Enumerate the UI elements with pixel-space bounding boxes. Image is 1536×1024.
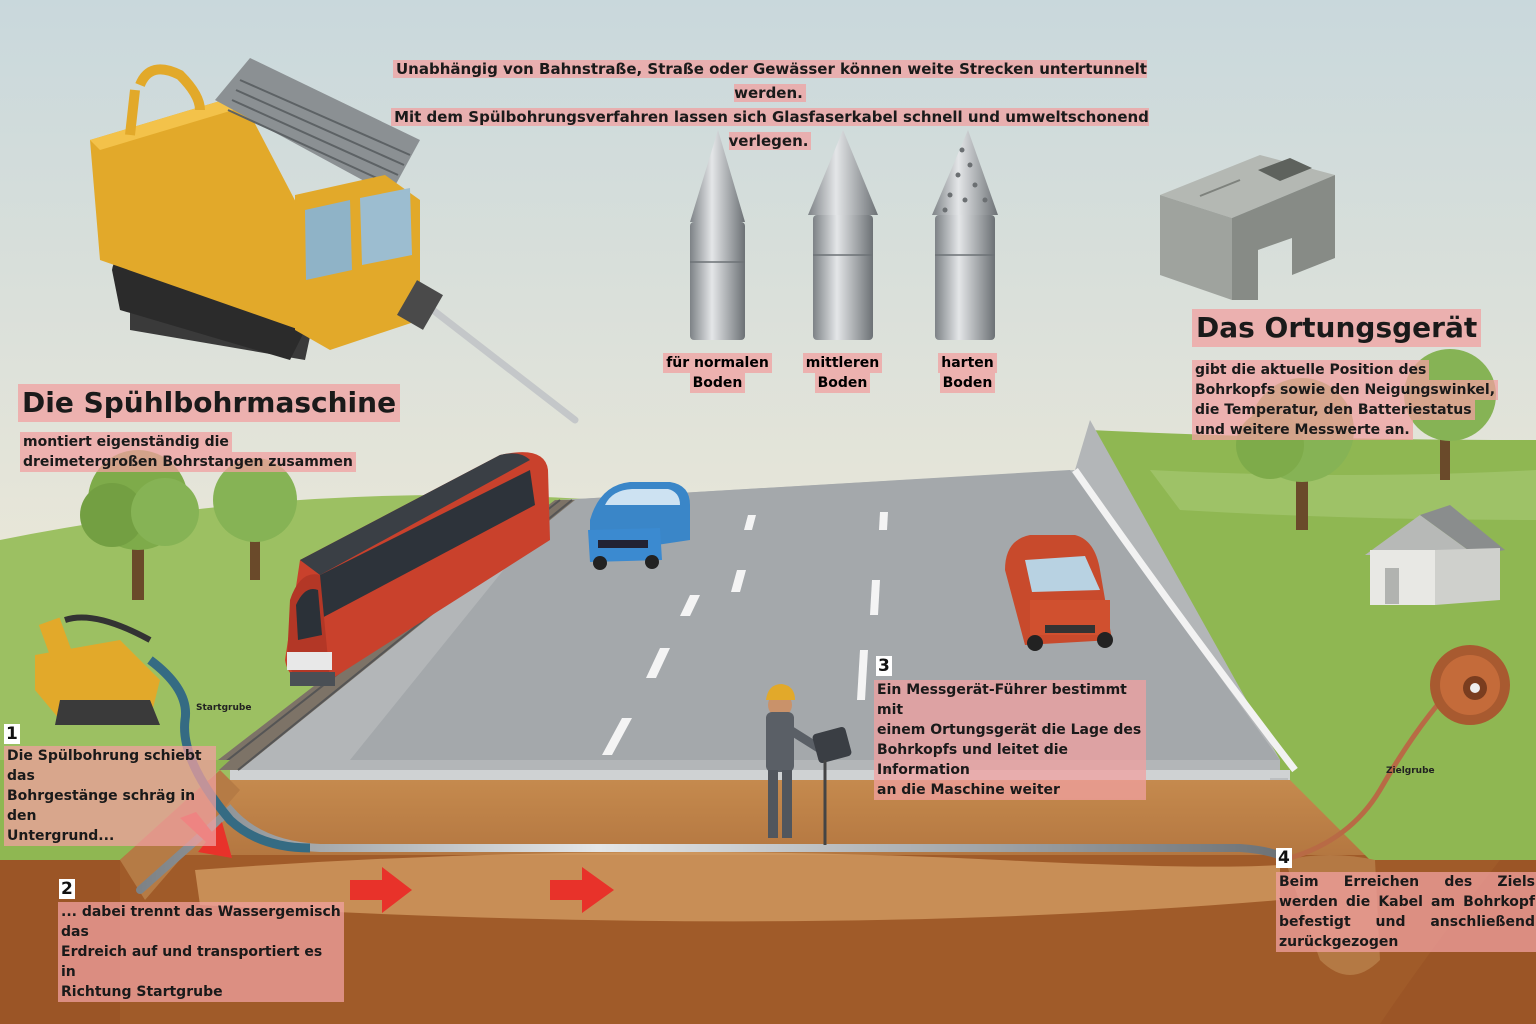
train [285, 452, 550, 686]
machine-title: Die Spühlbohrmaschine [18, 384, 401, 422]
target-pit-label: Zielgrube [1386, 766, 1435, 776]
drill-head-hard [932, 130, 998, 340]
drill-rod-top [416, 296, 579, 424]
drill-head-label-medium: mittleren Boden [790, 353, 895, 393]
locator-desc-line-1: gibt die aktuelle Position des [1192, 360, 1430, 380]
car-red [1005, 535, 1113, 651]
step-4-number: 4 [1276, 848, 1292, 868]
locator-desc-line-2: Bohrkopfs sowie den Neigungswinkel, [1192, 380, 1499, 400]
drill-head-label-normal-line-1: für normalen [663, 353, 772, 373]
small-drill-rig [35, 614, 160, 725]
machine-desc-line-1: montiert eigenständig die [20, 432, 232, 452]
tree-left [80, 450, 297, 600]
drill-rod [136, 804, 1289, 894]
step-2-text: ... dabei trennt das Wassergemisch das E… [58, 902, 344, 1002]
drill-head-medium [808, 130, 878, 340]
drill-head-label-medium-line-1: mittleren [802, 353, 883, 373]
cable-reel [1430, 645, 1510, 725]
locator-title: Das Ortungsgerät [1192, 309, 1482, 347]
drill-head-label-hard: harten Boden [920, 353, 1015, 393]
step-1-number: 1 [4, 724, 20, 744]
drill-head-label-hard-line-1: harten [938, 353, 997, 373]
step-3-text: Ein Messgerät-Führer bestimmt mit einem … [874, 680, 1146, 800]
machine-desc-line-2: dreimetergroßen Bohrstangen zusammen [20, 452, 356, 472]
drill-head-label-normal: für normalen Boden [660, 353, 775, 393]
drill-head-label-normal-line-2: Boden [689, 373, 746, 393]
locator-device [1160, 155, 1335, 300]
step-1-text: Die Spülbohrung schiebt das Bohrgestänge… [4, 746, 216, 846]
intro-line-2: Mit dem Spülbohrungsverfahren lassen sic… [391, 108, 1149, 150]
car-blue [588, 482, 690, 570]
locator-desc-line-3: die Temperatur, den Batteriestatus [1192, 400, 1475, 420]
drilling-machine [90, 58, 579, 424]
house [1365, 505, 1505, 605]
drill-head-normal [690, 130, 745, 340]
step-4-text: Beim Erreichen des Ziels werden die Kabe… [1276, 872, 1536, 952]
worker-with-locator [766, 684, 891, 845]
locator-desc-line-4: und weitere Messwerte an. [1192, 420, 1413, 440]
intro-text: Unabhängig von Bahnstraße, Straße oder G… [370, 57, 1170, 153]
step-3-number: 3 [876, 656, 892, 676]
start-pit-label: Startgrube [196, 703, 252, 713]
intro-line-1: Unabhängig von Bahnstraße, Straße oder G… [393, 60, 1147, 102]
drill-head-label-hard-line-2: Boden [939, 373, 996, 393]
step-2-number: 2 [59, 879, 75, 899]
drill-head-label-medium-line-2: Boden [814, 373, 871, 393]
